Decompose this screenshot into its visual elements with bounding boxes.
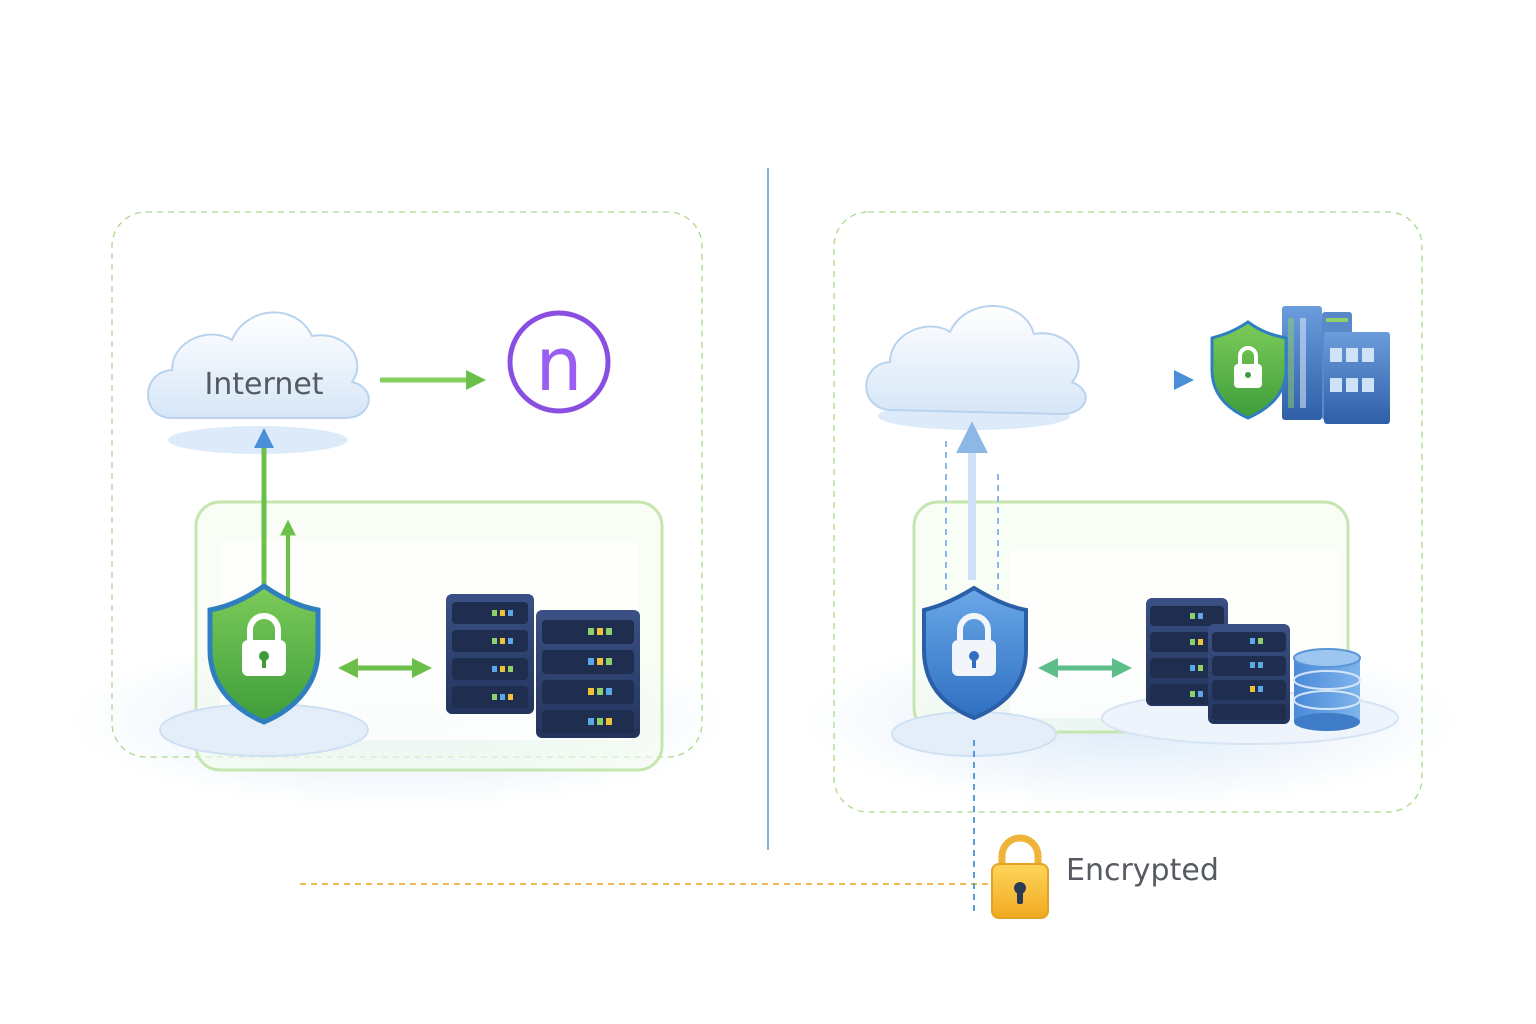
encrypted-label: Encrypted [1066, 853, 1219, 888]
shield-lock-icon [922, 585, 1028, 721]
shield-lock-icon [1210, 320, 1288, 420]
server-rack-icon [1146, 598, 1290, 724]
n-logo-icon [507, 310, 611, 414]
right-panel-border [833, 211, 1423, 813]
database-icon [1293, 648, 1361, 731]
n-logo-glyph: n [536, 322, 583, 408]
cloud-icon [865, 305, 1087, 430]
cloud-icon [147, 311, 370, 454]
left-panel: Internet n [111, 211, 703, 772]
server-rack-icon [446, 594, 640, 738]
cloud-label: Internet [204, 367, 323, 402]
padlock-icon [991, 834, 1049, 919]
building-icon [1282, 306, 1390, 424]
shield-lock-icon [207, 582, 321, 725]
right-panel [833, 211, 1423, 813]
